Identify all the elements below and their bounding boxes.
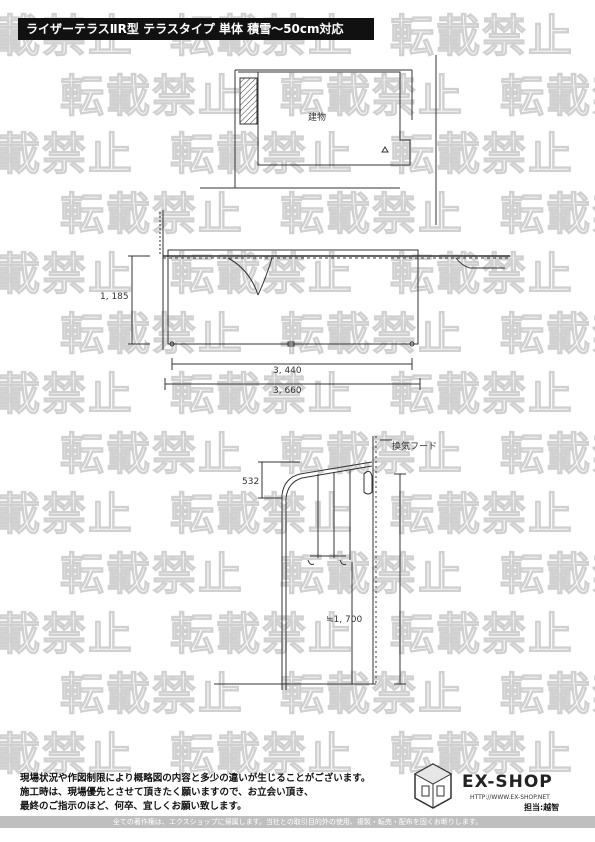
brand-name: EX-SHOP — [462, 772, 553, 792]
ex-shop-logo-icon — [413, 763, 453, 809]
depth-dimension: 1, 185 — [100, 292, 129, 302]
terrace-plan — [128, 210, 510, 390]
building-label: 建物 — [308, 111, 326, 123]
vent-hood-label: 換気フード — [392, 440, 437, 452]
note-line: 最終のご指示のほど、何卒、宜しくお願い致します。 — [20, 801, 247, 812]
staff-label: 担当:越智 — [524, 803, 560, 812]
post-height-dimension: ≒1, 700 — [326, 615, 362, 625]
building-plan — [200, 55, 437, 225]
note-line: 施工時は、現場優先とさせて頂きたく願いますので、お立会い頂き、 — [20, 787, 314, 798]
note-line: 現場状況や作図制限により概略図の内容と多少の違いが生じることがございます。 — [20, 773, 371, 784]
marker-icon — [381, 146, 389, 153]
outer-width-dimension: 3, 660 — [273, 386, 302, 396]
copyright-bar: 全ての著作権は、エクスショップに帰属します。当社との取引目的外の使用、複製・転売… — [0, 816, 595, 828]
section-elevation — [214, 436, 406, 690]
roof-height-dimension: 532 — [242, 477, 259, 487]
brand-url: HTTP://WWW.EX-SHOP.NET — [470, 794, 550, 801]
page-title: ライザーテラスⅡR型 テラスタイプ 単体 積雪〜50cm対応 — [18, 18, 374, 40]
disclaimer-notes: 現場状況や作図制限により概略図の内容と多少の違いが生じることがございます。 施工… — [20, 772, 400, 814]
inner-width-dimension: 3, 440 — [273, 366, 302, 376]
